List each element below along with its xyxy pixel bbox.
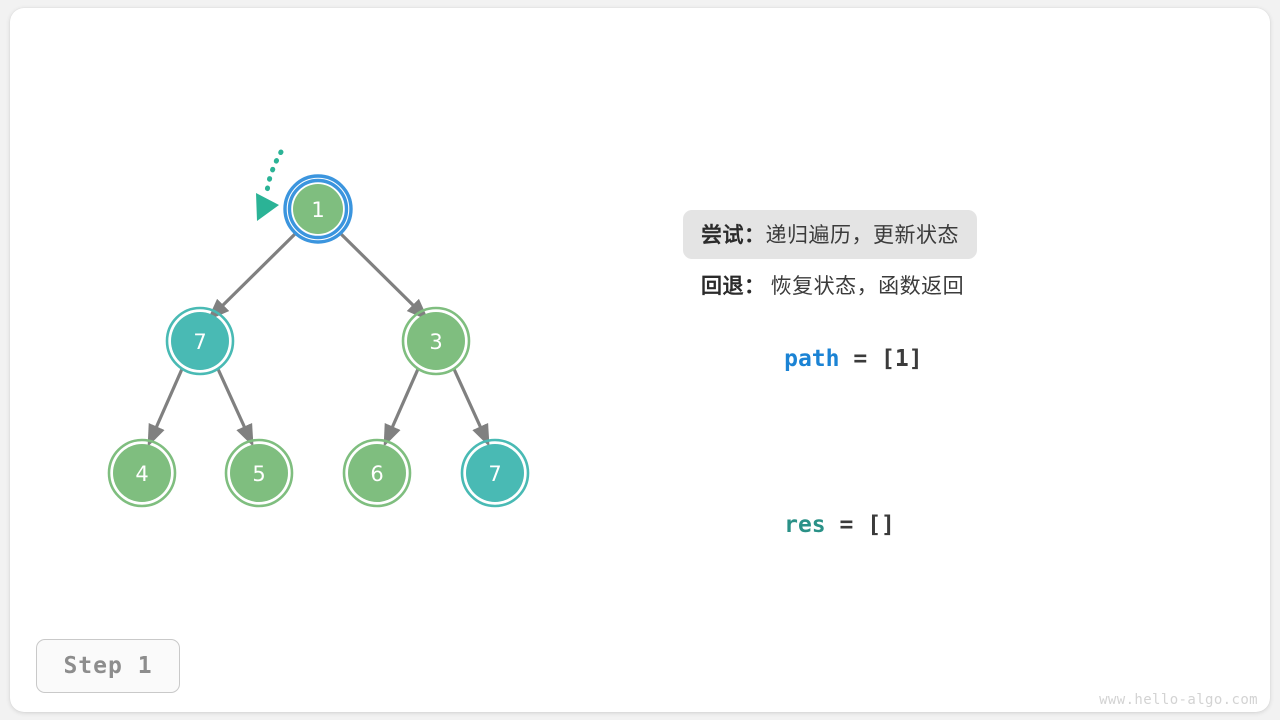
tree-node-1-label: 1: [311, 198, 324, 222]
res-equals: =: [825, 512, 868, 538]
tree-node-6-label: 6: [370, 462, 383, 486]
edge-3-7: [452, 368, 490, 447]
tree-node-6[interactable]: 6: [342, 438, 412, 508]
retreat-annotation: 回退： 恢复状态，函数返回: [683, 261, 1203, 310]
res-variable-value: []: [867, 512, 895, 538]
step-badge: Step 1: [36, 639, 180, 693]
tree-node-3-label: 3: [429, 330, 442, 354]
tree-node-5-label: 5: [252, 462, 265, 486]
tree-nodes: 1 7 3 4: [107, 174, 530, 508]
try-label: 尝试：: [701, 223, 766, 247]
tree-node-7-left-label: 7: [193, 330, 206, 354]
tree-node-5[interactable]: 5: [224, 438, 294, 508]
edge-7-4: [147, 368, 184, 447]
try-annotation: 尝试： 递归遍历，更新状态: [683, 210, 977, 259]
recursion-pointer-icon: [256, 149, 284, 221]
tree-node-7-right[interactable]: 7: [460, 438, 530, 508]
path-variable-value: [1]: [881, 346, 923, 372]
tree-node-4[interactable]: 4: [107, 438, 177, 508]
retreat-text: 恢复状态，函数返回: [770, 274, 965, 298]
path-variable-name: path: [784, 346, 840, 372]
res-variable-name: res: [784, 512, 826, 538]
edge-1-7: [207, 231, 298, 321]
try-text: 递归遍历，更新状态: [765, 223, 959, 247]
watermark: www.hello-algo.com: [1099, 692, 1258, 708]
res-variable-line: res = []: [683, 486, 1203, 564]
tree-node-1[interactable]: 1: [283, 174, 353, 244]
tree-edges: [147, 231, 490, 447]
tree-node-7-right-label: 7: [488, 462, 501, 486]
tree-node-3[interactable]: 3: [401, 306, 471, 376]
tree-node-4-label: 4: [135, 462, 148, 486]
tree-node-7-left[interactable]: 7: [165, 306, 235, 376]
retreat-label: 回退：: [701, 274, 766, 298]
edge-3-6: [383, 368, 420, 447]
edge-7-5: [216, 368, 254, 447]
state-panel: 尝试： 递归遍历，更新状态 回退： 恢复状态，函数返回 path = [1] r…: [683, 210, 1203, 564]
path-variable-line: path = [1]: [683, 320, 1203, 398]
edge-1-3: [338, 231, 429, 321]
path-equals: =: [839, 346, 882, 372]
